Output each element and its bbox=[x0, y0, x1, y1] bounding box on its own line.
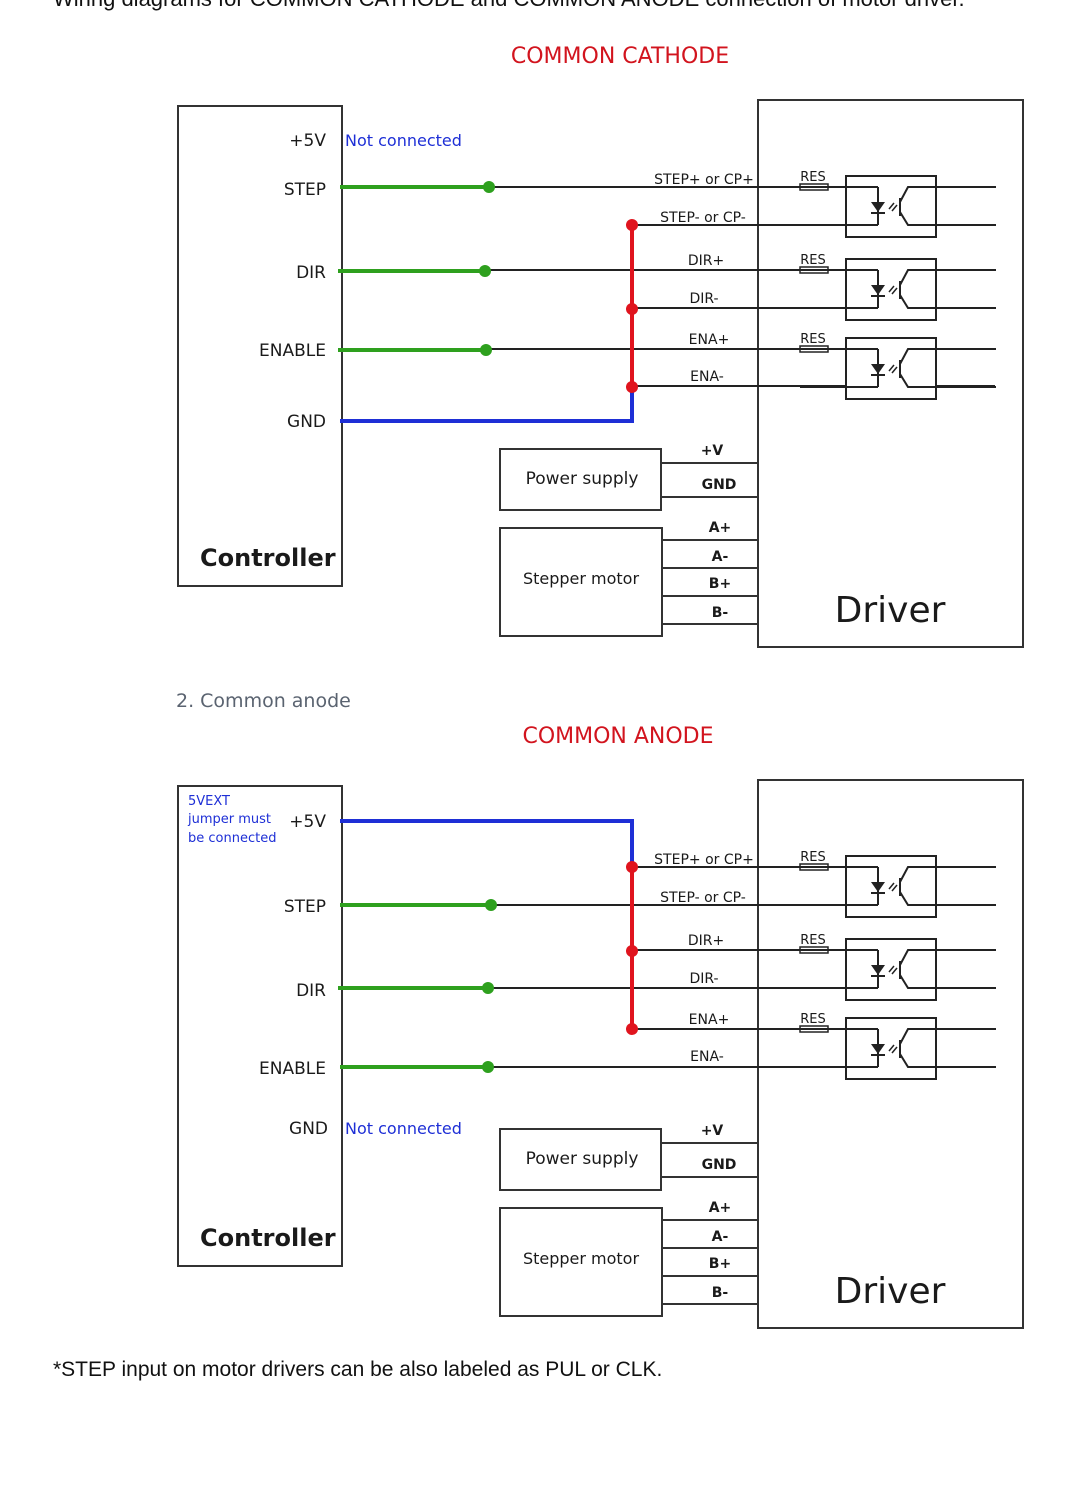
motor-pin-b-minus: B- bbox=[712, 605, 729, 621]
motor-pin-a-minus: A- bbox=[712, 1229, 729, 1245]
power-pin-v: +V bbox=[701, 443, 724, 459]
controller-pin-5v: +5V bbox=[289, 812, 326, 832]
power-supply-box bbox=[499, 1128, 662, 1191]
junction-dot bbox=[482, 1061, 494, 1073]
power-pin-v: +V bbox=[701, 1123, 724, 1139]
driver-input-ena-minus: ENA- bbox=[690, 1049, 724, 1065]
controller-box bbox=[177, 105, 343, 587]
controller-pin-step: STEP bbox=[284, 897, 326, 917]
controller-pin-dir: DIR bbox=[296, 263, 326, 283]
driver-input-ena-plus: ENA+ bbox=[689, 1012, 730, 1028]
junction-dot bbox=[626, 219, 638, 231]
driver-box bbox=[757, 99, 1024, 648]
controller-box bbox=[177, 785, 343, 1267]
resistor-label: RES bbox=[800, 332, 826, 347]
stepper-motor-box bbox=[499, 527, 663, 637]
controller-pin-step: STEP bbox=[284, 180, 326, 200]
motor-pin-b-plus: B+ bbox=[709, 1256, 731, 1272]
junction-dot bbox=[482, 982, 494, 994]
motor-pin-a-plus: A+ bbox=[709, 520, 732, 536]
driver-input-dir-plus: DIR+ bbox=[688, 253, 724, 269]
motor-pin-b-plus: B+ bbox=[709, 576, 731, 592]
optocoupler-icon bbox=[800, 855, 996, 918]
blue-wire-gnd bbox=[340, 392, 634, 423]
common-anode-diagram: COMMON ANODE 5VEXT jumper must be connec… bbox=[177, 724, 1024, 1329]
junction-dot bbox=[479, 265, 491, 277]
not-connected-note: Not connected bbox=[345, 1119, 462, 1138]
intro-text: Wiring diagrams for COMMON CATHODE and C… bbox=[53, 0, 965, 12]
power-supply-label: Power supply bbox=[526, 469, 639, 489]
optocoupler-icon bbox=[800, 337, 996, 400]
junction-dot bbox=[626, 1023, 638, 1035]
driver-box bbox=[757, 779, 1024, 1329]
optocoupler-icon bbox=[800, 938, 996, 1001]
controller-pin-gnd: GND bbox=[287, 412, 326, 432]
jumper-note-line: jumper must bbox=[187, 812, 271, 827]
power-supply-label: Power supply bbox=[526, 1149, 639, 1169]
optocoupler-icon bbox=[800, 175, 996, 238]
power-pin-gnd: GND bbox=[702, 1157, 737, 1173]
driver-label: Driver bbox=[835, 1271, 946, 1312]
driver-input-step-minus: STEP- or CP- bbox=[660, 210, 746, 226]
driver-input-dir-plus: DIR+ bbox=[688, 933, 724, 949]
controller-pin-dir: DIR bbox=[296, 981, 326, 1001]
junction-dot bbox=[483, 181, 495, 193]
driver-input-ena-minus: ENA- bbox=[690, 369, 724, 385]
power-pin-gnd: GND bbox=[702, 477, 737, 493]
driver-label: Driver bbox=[835, 590, 946, 631]
common-cathode-diagram: COMMON CATHODE +5V Not connected STEP DI… bbox=[177, 44, 1024, 648]
resistor-label: RES bbox=[800, 850, 826, 865]
junction-dot bbox=[626, 303, 638, 315]
blue-wire-5v bbox=[340, 819, 634, 863]
resistor-label: RES bbox=[800, 253, 826, 268]
junction-dot bbox=[626, 381, 638, 393]
motor-pin-b-minus: B- bbox=[712, 1285, 729, 1301]
controller-pin-gnd: GND bbox=[289, 1119, 328, 1139]
footnote: *STEP input on motor drivers can be also… bbox=[53, 1358, 663, 1381]
junction-dot bbox=[480, 344, 492, 356]
controller-label: Controller bbox=[200, 1224, 336, 1252]
resistor-label: RES bbox=[800, 170, 826, 185]
controller-pin-enable: ENABLE bbox=[259, 1059, 326, 1079]
jumper-note-line: 5VEXT bbox=[188, 794, 230, 809]
driver-input-step-minus: STEP- or CP- bbox=[660, 890, 746, 906]
optocoupler-icon bbox=[800, 258, 996, 321]
driver-input-ena-plus: ENA+ bbox=[689, 332, 730, 348]
junction-dot bbox=[626, 945, 638, 957]
diagram-title: COMMON ANODE bbox=[522, 724, 713, 749]
motor-pin-a-minus: A- bbox=[712, 549, 729, 565]
stepper-motor-box bbox=[499, 1207, 663, 1317]
controller-pin-enable: ENABLE bbox=[259, 341, 326, 361]
junction-dot bbox=[485, 899, 497, 911]
resistor-label: RES bbox=[800, 1012, 826, 1027]
jumper-note-line: be connected bbox=[188, 831, 276, 846]
resistor-label: RES bbox=[800, 933, 826, 948]
optocoupler-icon bbox=[800, 1017, 996, 1080]
motor-pin-a-plus: A+ bbox=[709, 1200, 732, 1216]
driver-input-dir-minus: DIR- bbox=[689, 971, 718, 987]
section-heading-common-anode: 2. Common anode bbox=[176, 690, 351, 712]
controller-label: Controller bbox=[200, 544, 336, 572]
not-connected-note: Not connected bbox=[345, 131, 462, 150]
junction-dot bbox=[626, 861, 638, 873]
stepper-motor-label: Stepper motor bbox=[523, 569, 640, 588]
driver-input-dir-minus: DIR- bbox=[689, 291, 718, 307]
driver-input-step-plus: STEP+ or CP+ bbox=[654, 172, 754, 188]
diagram-title: COMMON CATHODE bbox=[511, 44, 729, 69]
controller-pin-5v: +5V bbox=[289, 131, 326, 151]
stepper-motor-label: Stepper motor bbox=[523, 1249, 640, 1268]
power-supply-box bbox=[499, 448, 662, 511]
driver-input-step-plus: STEP+ or CP+ bbox=[654, 852, 754, 868]
